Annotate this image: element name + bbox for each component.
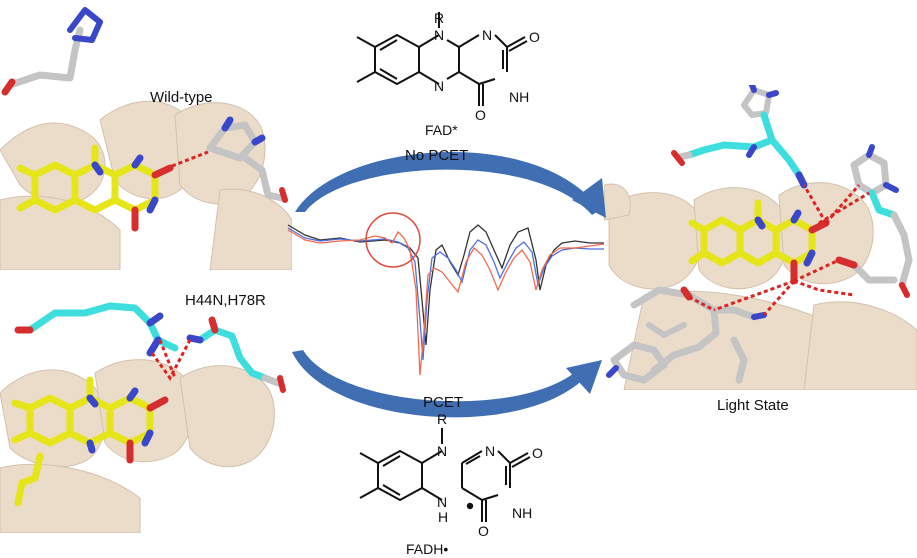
light-state-lower-residues bbox=[606, 286, 767, 384]
mutant-flavin bbox=[11, 376, 169, 507]
wild-type-panel bbox=[0, 0, 292, 270]
light-state-upper-residue bbox=[671, 85, 808, 189]
fad-star-r: R bbox=[434, 10, 444, 26]
light-state-hbonds bbox=[688, 184, 870, 316]
fad-star-nh: NH bbox=[509, 89, 529, 105]
highlight-circle bbox=[365, 212, 421, 268]
fad-star-structure: R N N N NH O O FAD* bbox=[356, 10, 540, 138]
mutant-label: H44N,H78R bbox=[185, 292, 266, 309]
light-state-label: Light State bbox=[717, 397, 789, 414]
no-pcet-label: No PCET bbox=[405, 147, 469, 164]
fadh-n10: N bbox=[437, 443, 447, 459]
fadh-n1: N bbox=[485, 443, 495, 459]
mutant-asparagine bbox=[186, 316, 286, 393]
mutant-helix bbox=[0, 359, 275, 533]
wild-type-histidine bbox=[206, 116, 288, 203]
fad-star-n1: N bbox=[482, 27, 492, 43]
fad-star-caption: FAD* bbox=[425, 122, 458, 138]
fad-star-n10: N bbox=[434, 27, 444, 43]
wild-type-top-residue bbox=[1, 7, 103, 96]
fad-star-o2: O bbox=[529, 29, 540, 45]
fadh-caption: FADH• bbox=[406, 541, 448, 557]
light-state-panel bbox=[604, 85, 917, 390]
mutant-arginine bbox=[14, 302, 179, 357]
light-state-protein bbox=[604, 182, 917, 390]
fadh-r: R bbox=[437, 411, 447, 427]
trace-black bbox=[287, 224, 604, 346]
fadh-n5: N bbox=[437, 494, 447, 510]
fadh-radical-structure: R N N H N NH O O FADH• bbox=[359, 411, 543, 557]
pcet-label: PCET bbox=[423, 394, 464, 411]
trace-red bbox=[287, 229, 605, 376]
fadh-nh: NH bbox=[512, 505, 532, 521]
light-state-flavin bbox=[688, 199, 830, 285]
light-state-right-residue bbox=[835, 144, 913, 298]
mutant-hbonds bbox=[150, 339, 192, 381]
spectra-traces bbox=[287, 224, 605, 376]
wild-type-flavin bbox=[16, 144, 174, 232]
fadh-o2: O bbox=[532, 445, 543, 461]
trace-blue bbox=[287, 227, 604, 361]
fad-star-o4: O bbox=[475, 107, 486, 123]
mutant-panel bbox=[0, 278, 292, 533]
fadh-o4: O bbox=[478, 523, 489, 539]
wild-type-label: Wild-type bbox=[150, 89, 213, 106]
fad-star-n5: N bbox=[434, 78, 444, 94]
fadh-h: H bbox=[438, 509, 448, 525]
radical-dot bbox=[466, 502, 474, 510]
